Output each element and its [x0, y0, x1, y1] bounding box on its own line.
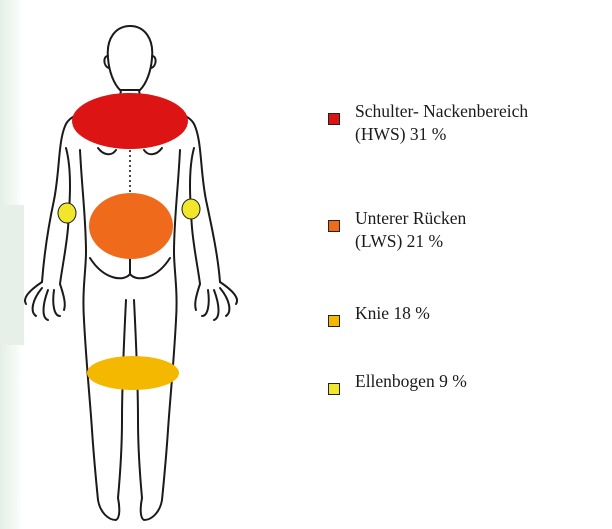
body-outline-figure — [0, 0, 330, 529]
left-elbow-region-marker — [58, 203, 76, 223]
legend-label-line1: Knie 18 % — [355, 302, 430, 325]
legend-label-elbow: Ellenbogen 9 % — [355, 370, 467, 393]
legend-swatch-lower-back — [328, 220, 340, 232]
legend-label-knee: Knie 18 % — [355, 302, 430, 325]
legend-label-shoulder-neck: Schulter- Nackenbereich (HWS) 31 % — [355, 100, 528, 146]
lower-back-region-marker — [89, 193, 173, 259]
legend-label-lower-back: Unterer Rücken (LWS) 21 % — [355, 207, 466, 253]
legend-swatch-shoulder-neck — [328, 113, 340, 125]
right-elbow-region-marker — [182, 199, 200, 219]
legend-label-line1: Ellenbogen 9 % — [355, 370, 467, 393]
legend-label-line2: (HWS) 31 % — [355, 123, 528, 146]
legend-label-line2: (LWS) 21 % — [355, 230, 466, 253]
legend-item-lower-back: Unterer Rücken (LWS) 21 % — [328, 207, 466, 253]
knee-region-marker — [87, 356, 179, 390]
legend-item-knee: Knie 18 % — [328, 302, 430, 327]
legend-label-line1: Schulter- Nackenbereich — [355, 100, 528, 123]
legend-item-shoulder-neck: Schulter- Nackenbereich (HWS) 31 % — [328, 100, 528, 146]
legend-swatch-knee — [328, 315, 340, 327]
shoulder-neck-region-marker — [72, 93, 188, 149]
legend-item-elbow: Ellenbogen 9 % — [328, 370, 467, 395]
legend-label-line1: Unterer Rücken — [355, 207, 466, 230]
legend-swatch-elbow — [328, 383, 340, 395]
